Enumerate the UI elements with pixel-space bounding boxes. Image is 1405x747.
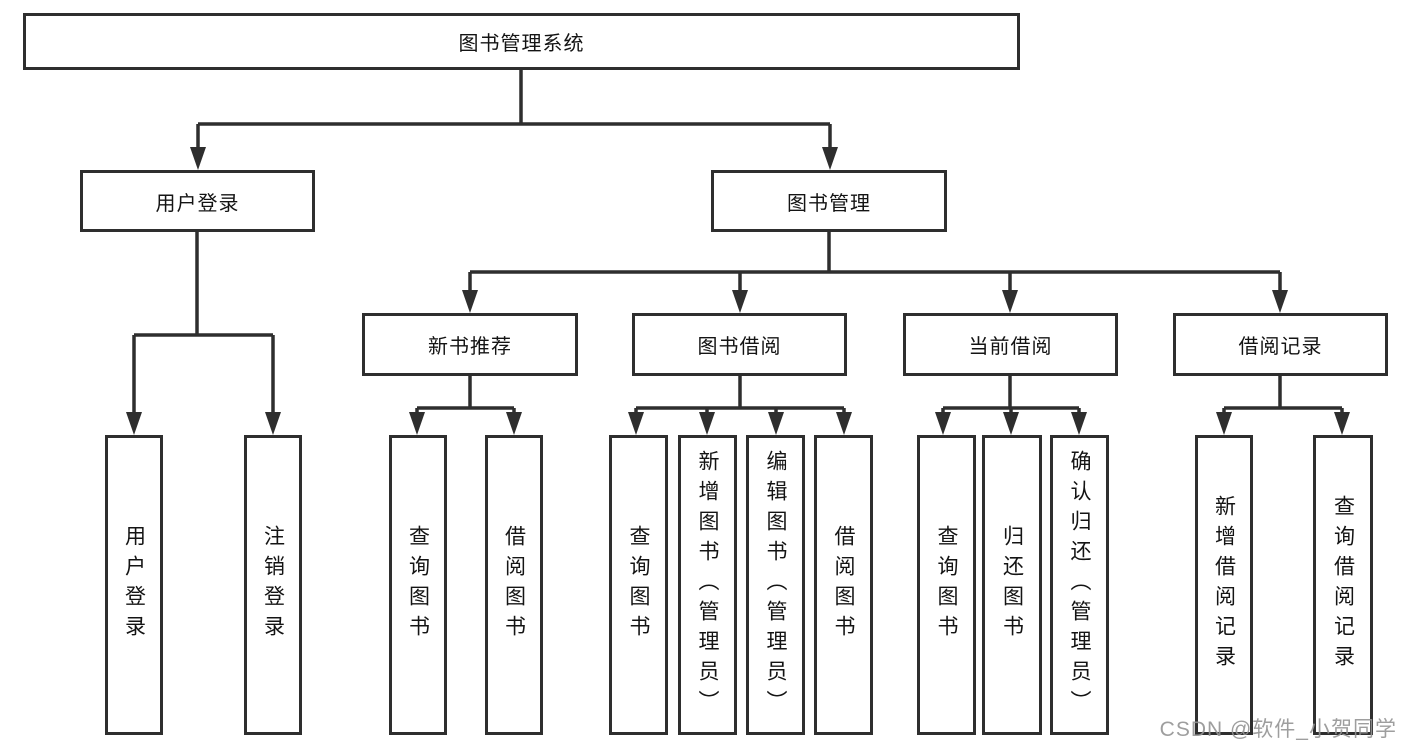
node-book-borrow: 图书借阅 <box>632 313 847 376</box>
leaf-borrow-query-books: 查询图书 <box>609 435 668 735</box>
node-label: 用户登录 <box>155 192 240 215</box>
leaf-label: 查询图书 <box>935 525 958 645</box>
node-current-borrow: 当前借阅 <box>903 313 1118 376</box>
leaf-add-borrow-record: 新增借阅记录 <box>1195 435 1253 735</box>
node-label: 借阅记录 <box>1238 336 1323 358</box>
leaf-return-books: 归还图书 <box>982 435 1042 735</box>
leaf-label: 借阅图书 <box>502 525 526 645</box>
leaf-query-borrow-record: 查询借阅记录 <box>1313 435 1373 735</box>
leaf-user-login: 用户登录 <box>105 435 163 735</box>
node-label: 当前借阅 <box>968 336 1053 358</box>
leaf-label: 查询借阅记录 <box>1331 495 1355 675</box>
node-root-label: 图书管理系统 <box>458 33 585 55</box>
node-label: 图书管理 <box>787 192 871 215</box>
node-user-login-branch: 用户登录 <box>80 170 315 232</box>
leaf-recommend-borrow-books: 借阅图书 <box>485 435 543 735</box>
leaf-label: 借阅图书 <box>832 525 855 645</box>
leaf-recommend-query-books: 查询图书 <box>389 435 447 735</box>
leaf-confirm-return-admin: 确认归还（管理员） <box>1050 435 1109 735</box>
leaf-logout: 注销登录 <box>244 435 302 735</box>
node-label: 图书借阅 <box>697 336 782 358</box>
leaf-label: 编辑图书（管理员） <box>764 450 787 720</box>
leaf-label: 查询图书 <box>406 525 430 645</box>
leaf-borrow-books: 借阅图书 <box>814 435 873 735</box>
leaf-label: 新增图书（管理员） <box>696 450 719 720</box>
node-new-book-recommend: 新书推荐 <box>362 313 578 376</box>
node-label: 新书推荐 <box>428 336 512 358</box>
leaf-label: 新增借阅记录 <box>1212 495 1236 675</box>
leaf-edit-books-admin: 编辑图书（管理员） <box>746 435 805 735</box>
leaf-label: 用户登录 <box>122 525 146 645</box>
leaf-label: 查询图书 <box>627 525 650 645</box>
leaf-current-query-books: 查询图书 <box>917 435 976 735</box>
leaf-add-books-admin: 新增图书（管理员） <box>678 435 737 735</box>
leaf-label: 确认归还（管理员） <box>1068 450 1091 720</box>
node-borrow-records: 借阅记录 <box>1173 313 1388 376</box>
leaf-label: 注销登录 <box>261 525 285 645</box>
node-root: 图书管理系统 <box>23 13 1020 70</box>
node-book-management-branch: 图书管理 <box>711 170 947 232</box>
leaf-label: 归还图书 <box>1000 525 1024 645</box>
watermark: CSDN @软件_小贺同学 <box>1159 718 1397 741</box>
